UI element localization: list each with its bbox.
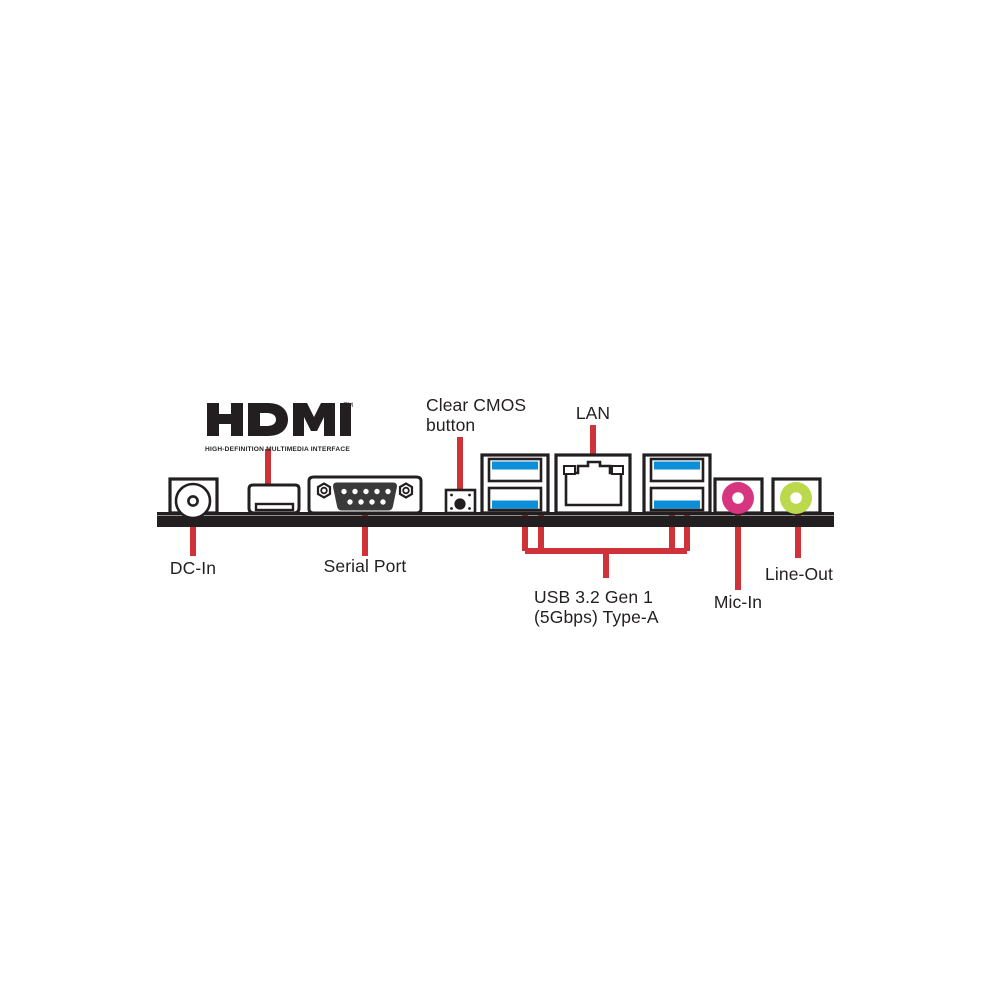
- serial-pins: [341, 488, 391, 505]
- port-line-out: [771, 477, 822, 515]
- panel-rail: [157, 516, 834, 527]
- hdmi-logo-mark: TM: [207, 402, 353, 436]
- port-lan: [554, 453, 632, 515]
- hdmi-tagline-mark: HIGH-DEFINITION MULTIMEDIA INTERFACE: [205, 446, 350, 453]
- hdmi-letter-h: [207, 403, 243, 436]
- port-usb-stack-2: [642, 453, 712, 515]
- port-dc-in: [168, 477, 219, 520]
- hdmi-letter-m: [293, 403, 335, 436]
- label-mic-in: Mic-In: [713, 592, 763, 612]
- label-serial-port: Serial Port: [323, 556, 407, 576]
- port-serial: [307, 475, 423, 515]
- label-usb: USB 3.2 Gen 1(5Gbps) Type-A: [534, 587, 659, 627]
- io-shield: [157, 453, 834, 527]
- usb-insert-blue: [492, 500, 538, 509]
- port-audio-group: [713, 477, 822, 515]
- label-line-out: Line-Out: [765, 564, 833, 584]
- hdmi-logo: TM HIGH-DEFINITION MULTIMEDIA INTERFACE: [205, 399, 353, 453]
- port-usb-stack-1: [480, 453, 550, 515]
- port-clear-cmos-button: [444, 488, 477, 515]
- hdmi-letter-i: [340, 403, 351, 436]
- port-mic-in: [713, 477, 764, 515]
- usb-insert-blue: [492, 461, 538, 470]
- usb-insert-blue: [654, 461, 700, 470]
- serial-screw-right: [398, 482, 414, 499]
- label-lan: LAN: [575, 403, 611, 423]
- serial-screw-left: [316, 482, 332, 499]
- label-dc-in: DC-In: [169, 558, 217, 578]
- hdmi-trademark: TM: [344, 402, 353, 409]
- hdmi-letter-d: [248, 403, 288, 436]
- usb-insert-blue: [654, 500, 700, 509]
- clear-cmos-corner-dots: [450, 493, 471, 510]
- hdmi-tagline: HIGH-DEFINITION MULTIMEDIA INTERFACE: [205, 446, 350, 453]
- port-hdmi: [247, 483, 301, 515]
